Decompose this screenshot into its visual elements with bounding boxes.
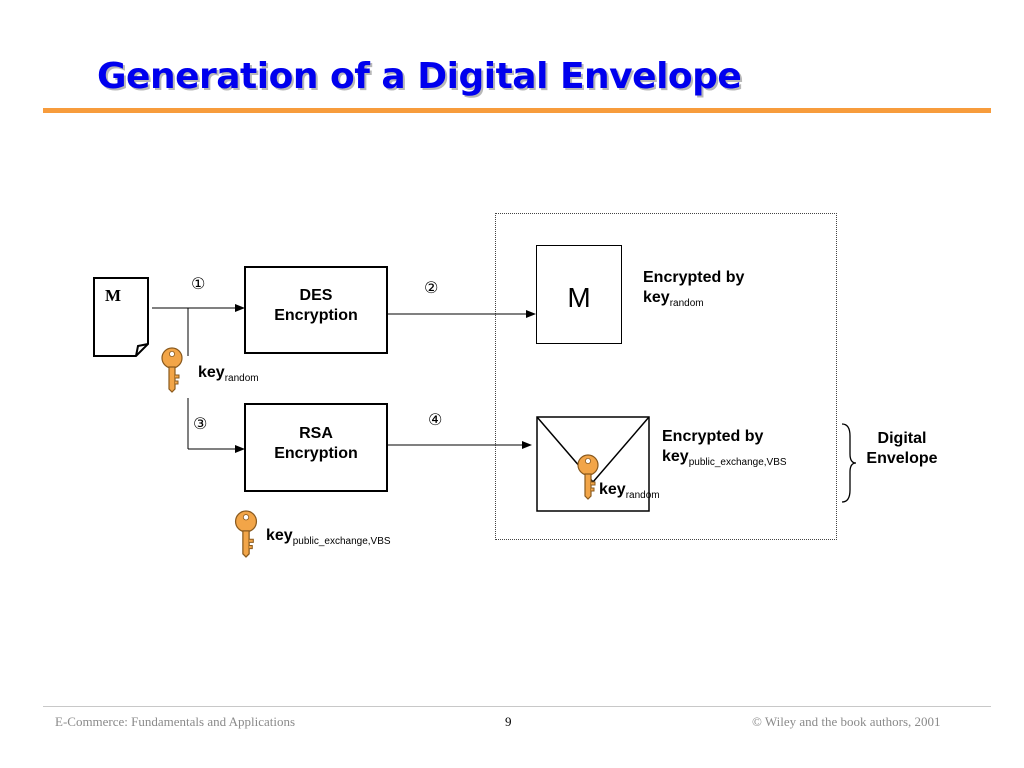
key-icon bbox=[234, 510, 258, 558]
key-public-label: keypublic_exchange,VBS bbox=[266, 527, 391, 547]
envelope-key-label: keyrandom bbox=[599, 481, 660, 501]
rsa-label: RSA bbox=[299, 425, 333, 442]
des-encryption-box: DES Encryption bbox=[244, 266, 388, 354]
key-random-label: keyrandom bbox=[198, 364, 259, 384]
footer-copyright: © Wiley and the book authors, 2001 bbox=[752, 714, 941, 729]
digital-envelope-region bbox=[495, 213, 837, 540]
slide-title: Generation of a Digital Envelope bbox=[97, 56, 742, 97]
footer-course-title: E-Commerce: Fundamentals and Application… bbox=[55, 714, 296, 729]
rsa-encryption-label: Encryption bbox=[274, 445, 358, 462]
brace-icon bbox=[841, 423, 857, 503]
encrypted-message-box: M bbox=[536, 245, 622, 344]
footer-divider bbox=[43, 706, 991, 707]
key-icon bbox=[161, 347, 183, 393]
step-1-marker: ① bbox=[191, 274, 206, 293]
key-icon bbox=[577, 454, 599, 500]
des-encryption-label: Encryption bbox=[274, 307, 358, 324]
step-2-marker: ② bbox=[424, 278, 439, 297]
digital-envelope-label: Digital Envelope bbox=[866, 430, 938, 467]
page-number: 9 bbox=[505, 714, 512, 729]
des-label: DES bbox=[299, 287, 333, 304]
rsa-encryption-box: RSA Encryption bbox=[244, 403, 388, 492]
encrypted-message-label: M bbox=[567, 282, 591, 313]
encrypted-by-random-label: Encrypted by keyrandom bbox=[643, 269, 745, 309]
encrypted-by-public-label: Encrypted by keypublic_exchange,VBS bbox=[662, 428, 787, 468]
step-4-marker: ④ bbox=[428, 410, 443, 429]
step-3-marker: ③ bbox=[193, 414, 208, 433]
message-document-label: M bbox=[105, 286, 122, 305]
title-underline bbox=[43, 108, 991, 113]
document-icon bbox=[93, 277, 149, 357]
